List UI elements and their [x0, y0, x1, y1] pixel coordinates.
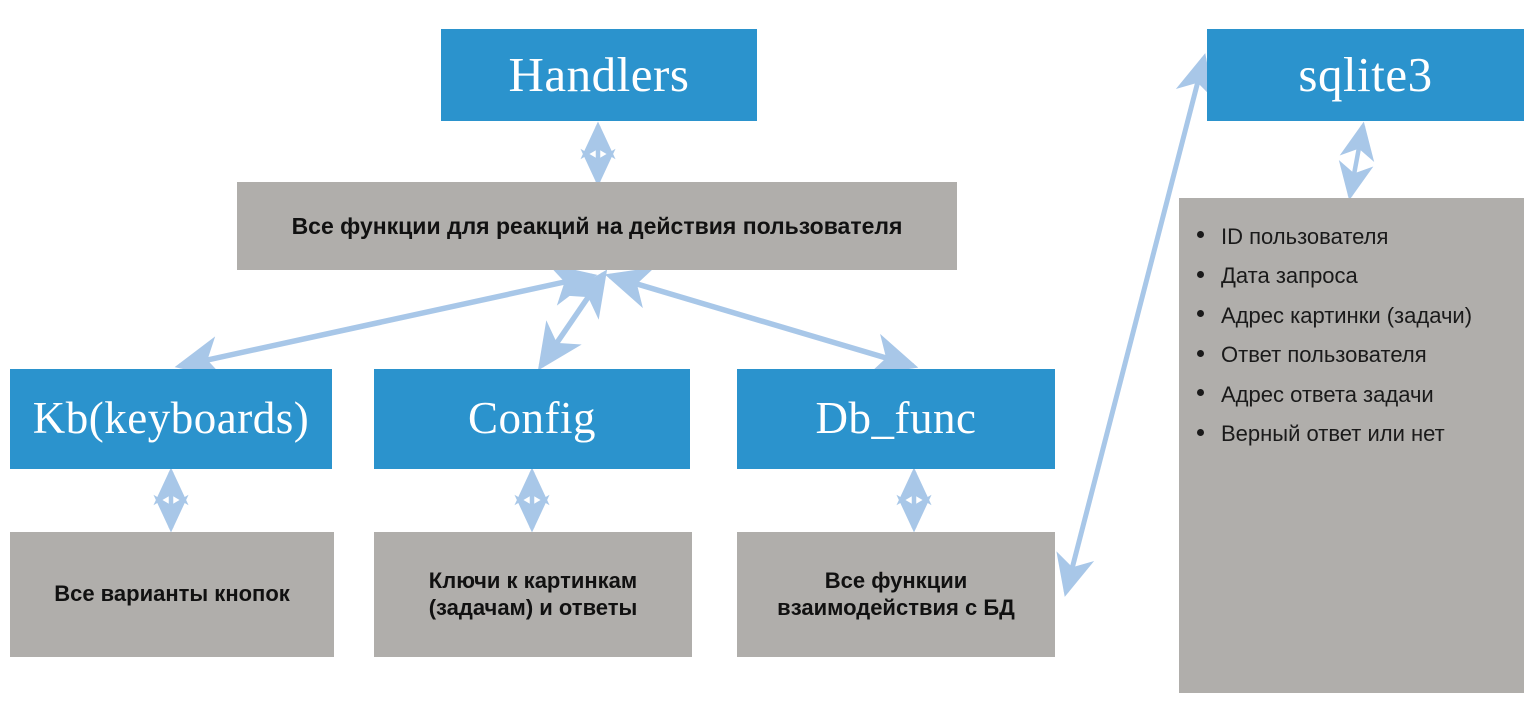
connector-sqlite3-to-fields [1338, 121, 1375, 201]
sqlite3-field-label: Адрес ответа задачи [1221, 381, 1434, 407]
node-handlers-description: Все функции для реакций на действия поль… [237, 182, 957, 270]
connector-desc-to-dbfunc [604, 267, 919, 375]
node-config[interactable]: Config [374, 369, 690, 469]
bullet-icon [1197, 428, 1204, 436]
db-func-description-line-2: взаимодействия с БД [777, 594, 1015, 620]
sqlite3-field-label: Адрес картинки (задачи) [1221, 302, 1473, 328]
node-config-description: Ключи к картинкам (задачам) и ответы [374, 532, 692, 657]
connector-desc-to-config [537, 269, 608, 371]
sqlite3-field-label: Дата запроса [1221, 263, 1358, 289]
node-sqlite3[interactable]: sqlite3 [1207, 29, 1524, 121]
config-description-line-2: (задачам) и ответы [428, 594, 638, 620]
sqlite3-field-item: Адрес картинки (задачи) [1179, 299, 1524, 332]
config-description-line-1: Ключи к картинкам [428, 567, 638, 593]
sqlite3-field-label: Верный ответ или нет [1221, 421, 1445, 447]
sqlite3-field-item: ID пользователя [1179, 220, 1524, 253]
node-kb-keyboards[interactable]: Kb(keyboards) [10, 369, 332, 469]
node-handlers[interactable]: Handlers [441, 29, 757, 121]
bullet-icon [1197, 349, 1204, 357]
sqlite3-field-item: Ответ пользователя [1179, 338, 1524, 371]
sqlite3-field-item: Дата запроса [1179, 259, 1524, 292]
sqlite3-field-item: Адрес ответа задачи [1179, 378, 1524, 411]
bullet-icon [1197, 389, 1204, 397]
db-func-description-line-1: Все функции [824, 567, 968, 593]
sqlite3-field-label: Ответ пользователя [1221, 342, 1427, 368]
node-kb-description: Все варианты кнопок [10, 532, 334, 657]
connector-desc-to-kb [174, 263, 598, 379]
sqlite3-field-label: ID пользователя [1221, 224, 1389, 249]
sqlite3-field-item: Верный ответ или нет [1179, 417, 1524, 450]
node-db-func[interactable]: Db_func [737, 369, 1055, 469]
node-db-func-description: Все функции взаимодействия с БД [737, 532, 1055, 657]
bullet-icon [1197, 270, 1204, 278]
bullet-icon [1197, 231, 1204, 239]
bullet-icon [1197, 310, 1204, 318]
